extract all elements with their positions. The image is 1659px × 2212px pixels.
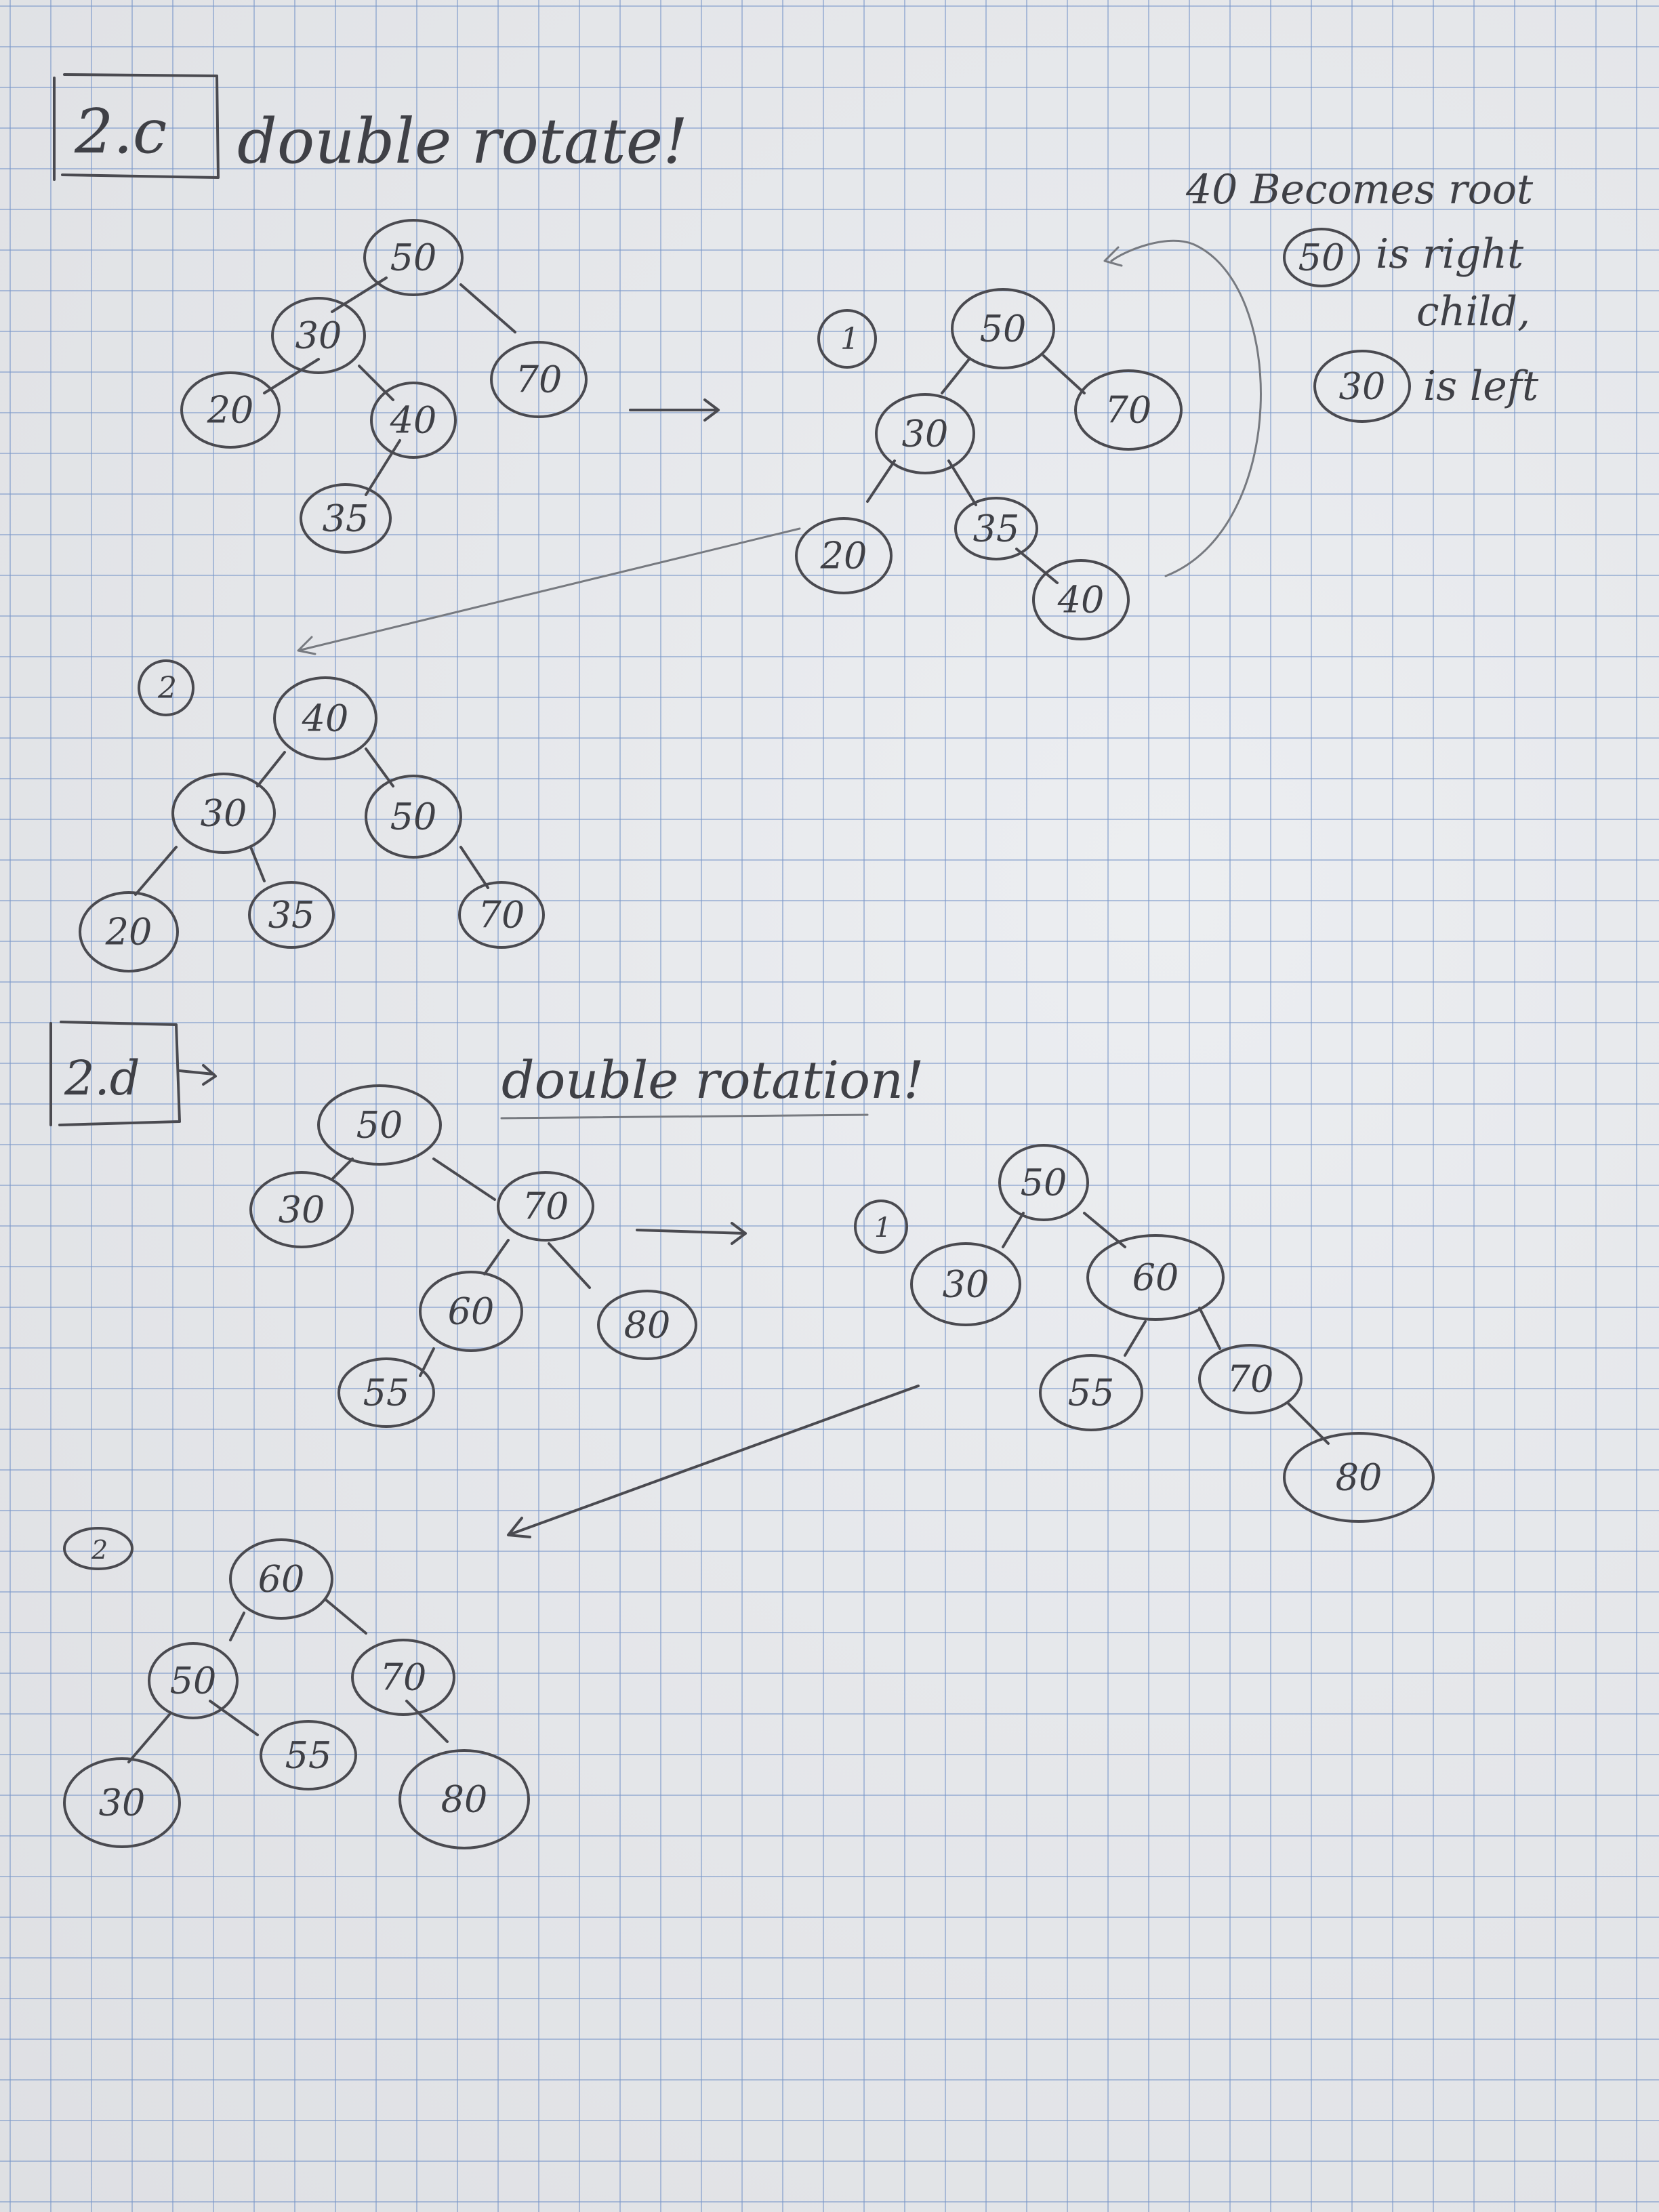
section-c-label-box: 2.c — [53, 73, 220, 181]
tree-d-step2-node: 50 — [170, 1660, 217, 1702]
tree-d-step2-node: 70 — [380, 1656, 427, 1699]
tree-d-original-node: 70 — [523, 1185, 569, 1228]
note-node-50-circle — [1283, 228, 1360, 287]
note-node-30-circle — [1313, 350, 1411, 423]
section-c-note-line3: child, — [1416, 288, 1530, 335]
tree-d-original-node: 50 — [356, 1104, 403, 1147]
tree-d-step1-node: 55 — [1068, 1372, 1115, 1414]
tree-d-original: 50 30 70 60 80 55 — [249, 1084, 697, 1428]
tree-c-original: 50 30 70 20 40 35 — [180, 219, 588, 554]
curved-arrow — [1110, 239, 1262, 577]
tree-d-original-node: 80 — [624, 1304, 671, 1347]
section-c-step1-label: 1 — [840, 322, 859, 356]
tree-d-step1-node: 80 — [1336, 1456, 1382, 1499]
tree-d-original-node: 30 — [279, 1189, 325, 1231]
arrow-d-to-step2 — [507, 1385, 920, 1538]
tree-c-step1: 50 30 70 20 35 40 — [795, 288, 1183, 640]
tree-c-step1-node: 50 — [980, 308, 1027, 350]
arrow-c-to-step1 — [629, 398, 720, 422]
section-c-note-line1: 40 Becomes root — [1185, 166, 1534, 213]
tree-d-original-node: 55 — [363, 1372, 410, 1414]
tree-c-step1-node: 20 — [820, 535, 867, 577]
section-d-label-box: 2.d — [49, 1021, 217, 1126]
section-d-step2-label: 2 — [91, 1535, 108, 1565]
section-c-note-line2: is right — [1376, 230, 1524, 278]
section-d-heading: double rotation! — [501, 1050, 924, 1110]
tree-d-original-node: 60 — [448, 1290, 495, 1333]
tree-c-step2-node: 30 — [201, 792, 247, 835]
tree-c-step2: 40 30 50 20 35 70 — [79, 676, 545, 972]
section-c-heading: double rotate! — [237, 105, 688, 178]
arrow-c-to-step2 — [297, 527, 801, 655]
tree-d-step2-node: 55 — [285, 1734, 332, 1777]
tree-d-step1-node: 30 — [943, 1263, 989, 1306]
tree-c-step1-node: 70 — [1105, 389, 1152, 432]
note-node-50: 50 — [1298, 237, 1345, 279]
tree-c-original-node: 20 — [207, 389, 254, 432]
tree-d-step2-node: 60 — [258, 1558, 305, 1601]
section-d-heading-underline — [500, 1113, 869, 1120]
tree-d-step2-node: 80 — [441, 1778, 488, 1821]
tree-d-step1: 50 30 60 55 70 80 — [910, 1144, 1435, 1523]
tree-c-original-node: 30 — [295, 314, 342, 357]
tree-c-original-node: 50 — [390, 237, 437, 279]
tree-d-step1-node: 70 — [1227, 1358, 1274, 1401]
tree-c-step2-node: 70 — [478, 894, 525, 937]
section-d-step1-label: 1 — [874, 1212, 891, 1244]
tree-d-step2-node: 30 — [99, 1782, 146, 1824]
tree-c-step1-node: 35 — [973, 508, 1020, 550]
arrow-d-to-step1 — [636, 1222, 747, 1245]
tree-c-step1-node: 30 — [902, 413, 949, 455]
tree-d-step1-node: 60 — [1132, 1256, 1179, 1299]
tree-d-step1-node: 50 — [1021, 1162, 1067, 1204]
tree-c-step1-node: 40 — [1057, 579, 1105, 621]
tree-d-step2: 60 50 70 30 55 80 — [63, 1538, 530, 1849]
note-node-30: 30 — [1339, 365, 1386, 408]
section-d-label: 2.d — [64, 1050, 140, 1106]
tree-c-step2-node: 40 — [302, 697, 349, 740]
tree-c-step2-node: 20 — [105, 911, 152, 954]
section-c-label: 2.c — [74, 96, 167, 167]
tree-c-step2-node: 50 — [390, 796, 437, 838]
tree-c-original-node: 70 — [516, 359, 562, 401]
tree-c-step2-node: 35 — [268, 894, 315, 937]
section-c-step2-label: 2 — [157, 671, 177, 705]
tree-c-original-node: 40 — [390, 399, 437, 442]
tree-c-original-node: 35 — [323, 497, 369, 540]
section-c-note-line4: is left — [1423, 363, 1539, 410]
